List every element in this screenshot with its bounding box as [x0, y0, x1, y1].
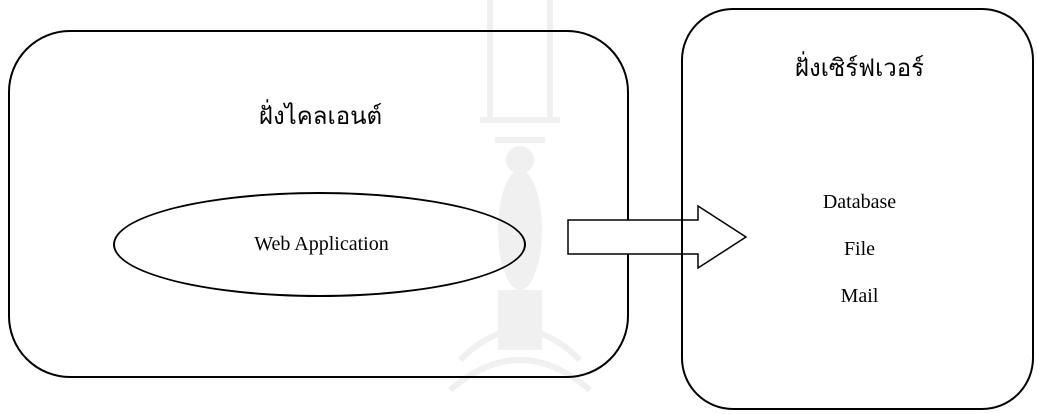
server-side-title: ฝั่งเซิร์ฟเวอร์ [794, 54, 925, 82]
server-item-database: Database [822, 191, 897, 213]
client-side-box: ฝั่งไคลเอนต์ [8, 30, 629, 378]
client-side-title: ฝั่งไคลเอนต์ [258, 102, 383, 130]
connection-arrow [567, 204, 748, 270]
server-item-file: File [843, 238, 876, 260]
web-application-ellipse: Web Application [113, 192, 526, 297]
web-application-label: Web Application [254, 233, 389, 255]
server-item-mail: Mail [840, 285, 879, 307]
server-side-box: ฝั่งเซิร์ฟเวอร์ Database File Mail [681, 8, 1034, 410]
